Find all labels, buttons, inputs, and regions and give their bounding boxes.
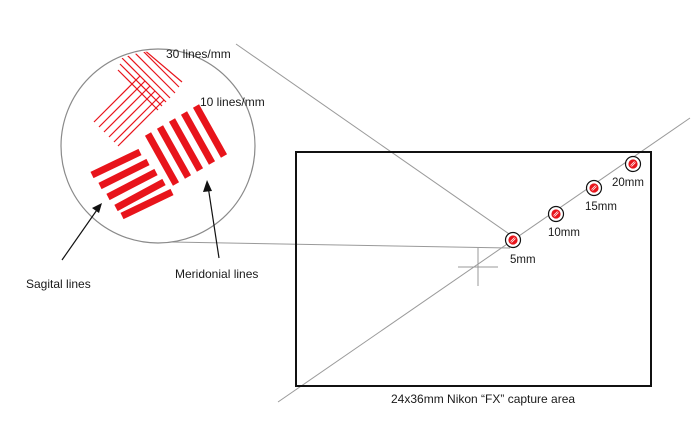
marker-label: 10mm bbox=[548, 227, 580, 239]
marker-glyph-line bbox=[554, 212, 559, 217]
center-crosshair bbox=[458, 248, 498, 286]
label-30-lines: 30 lines/mm bbox=[166, 47, 231, 61]
marker-target-dot bbox=[628, 159, 638, 169]
diagonal-guide-line bbox=[277, 117, 691, 403]
marker-target-dot bbox=[551, 209, 561, 219]
marker-glyph-line bbox=[553, 211, 558, 216]
magnifier-connector-bottom bbox=[170, 241, 511, 249]
measurement-markers: 5mm 10mm 15mm 20mm bbox=[504, 155, 644, 266]
marker-target-dot bbox=[589, 183, 599, 193]
label-meridional-lines: Meridonial lines bbox=[175, 267, 258, 281]
marker-glyph-line bbox=[511, 238, 516, 243]
thin-bars-30-sagital bbox=[93, 75, 165, 147]
measurement-marker-15mm: 15mm bbox=[585, 179, 617, 213]
marker-glyph-line bbox=[510, 237, 515, 242]
measurement-marker-5mm: 5mm bbox=[504, 231, 536, 266]
measurement-marker-20mm: 20mm bbox=[612, 155, 644, 189]
measurement-marker-10mm: 10mm bbox=[547, 205, 580, 239]
capture-area-caption: 24x36mm Nikon “FX” capture area bbox=[391, 392, 575, 406]
capture-area-frame bbox=[295, 151, 652, 387]
label-sagital-lines: Sagital lines bbox=[26, 277, 91, 291]
marker-glyph-line bbox=[591, 185, 596, 190]
marker-glyph-line bbox=[630, 161, 635, 166]
marker-label: 20mm bbox=[612, 177, 644, 189]
sagital-arrow bbox=[61, 203, 102, 261]
marker-label: 15mm bbox=[585, 201, 617, 213]
thick-bars-10-meridional bbox=[144, 104, 228, 186]
magnifier-connector-top bbox=[235, 43, 513, 237]
meridional-arrow bbox=[203, 180, 220, 259]
label-10-lines: 10 lines/mm bbox=[200, 95, 265, 109]
marker-label: 5mm bbox=[510, 254, 536, 266]
marker-target-dot bbox=[508, 235, 518, 245]
marker-glyph-line bbox=[631, 162, 636, 167]
marker-glyph-line bbox=[592, 186, 597, 191]
thick-bars-10-sagital bbox=[90, 148, 174, 220]
